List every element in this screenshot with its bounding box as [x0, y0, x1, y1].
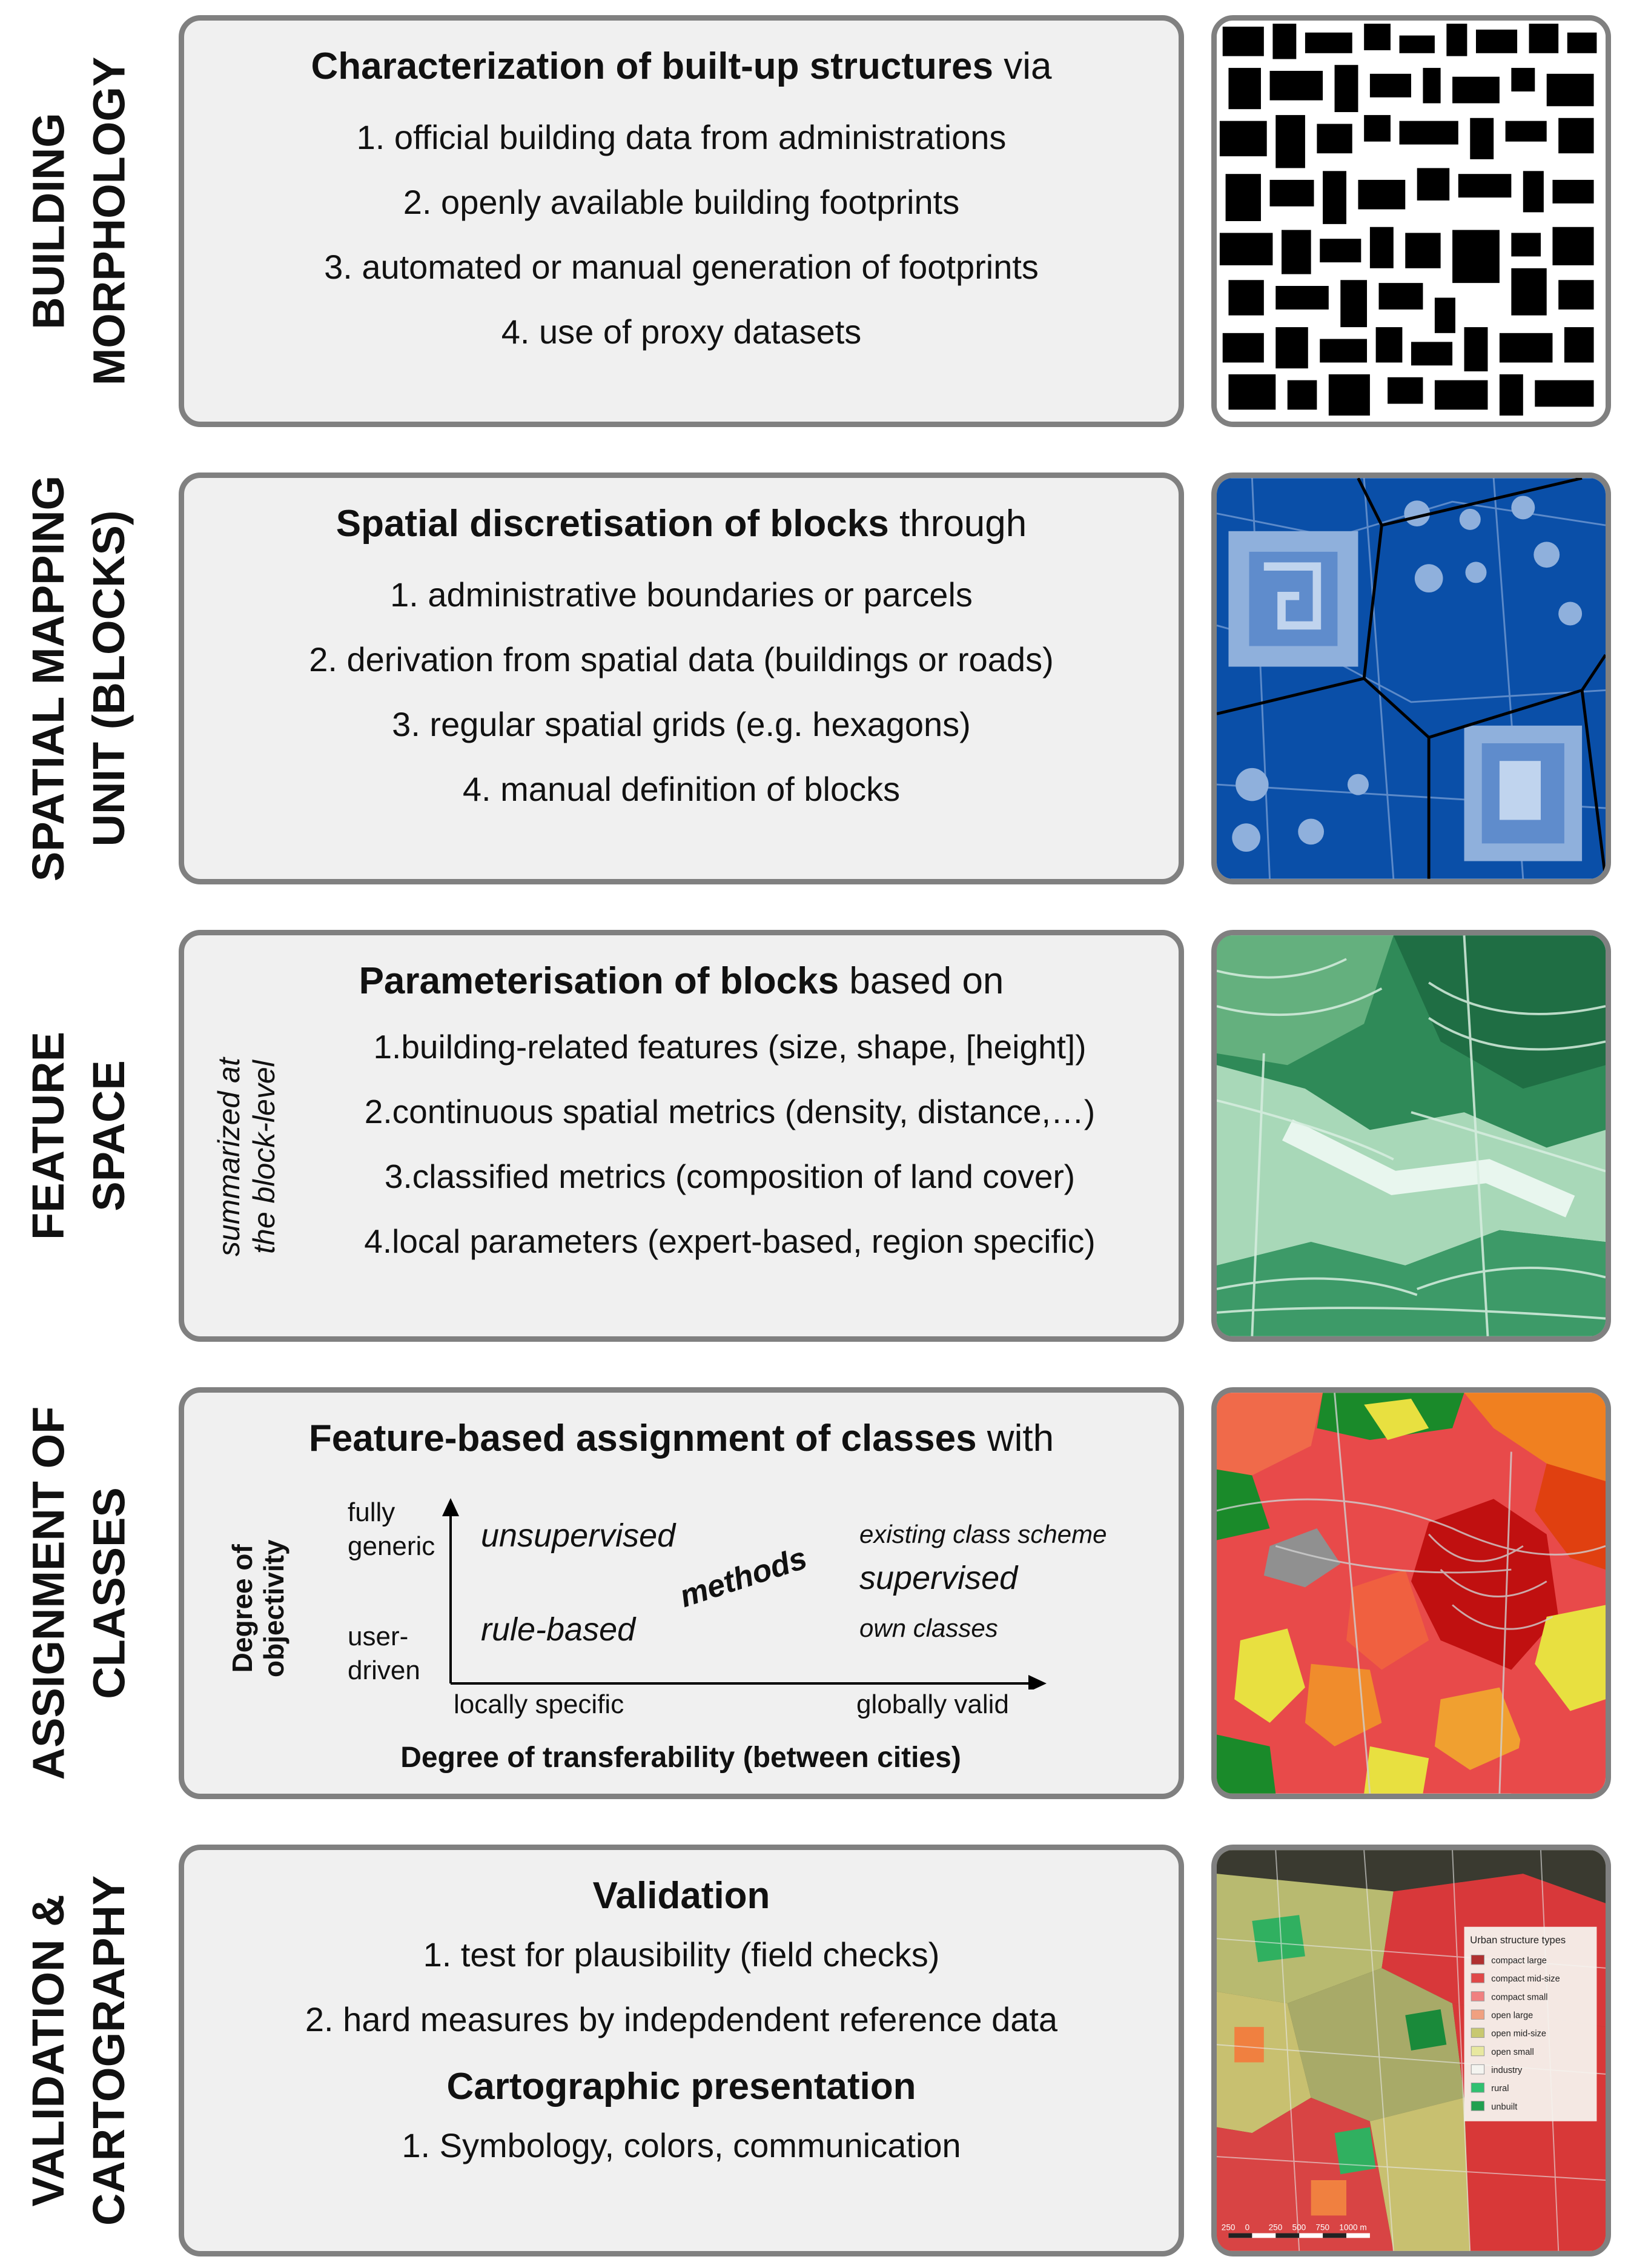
side-label-line: Cartography	[84, 1875, 134, 2226]
side-label-line: Space	[84, 1060, 134, 1212]
own-classes-label: own classes	[859, 1614, 998, 1642]
side-label-line: classes	[84, 1487, 134, 1699]
legend-swatch	[1471, 1991, 1485, 2001]
legend-entry-label: compact mid-size	[1491, 1974, 1560, 1984]
feature-space-image	[1211, 930, 1611, 1342]
feature-map	[1217, 935, 1606, 1336]
rule-based-label: rule-based	[481, 1611, 636, 1648]
classes-image	[1211, 1387, 1611, 1799]
box-title: Feature-based assignment of classes with	[308, 1418, 1054, 1459]
side-label-line: Validation &	[23, 1894, 73, 2207]
spatial-discretisation-box: Spatial discretisation of blocks through…	[179, 472, 1184, 884]
map-legend: Urban structure types compact large compa…	[1464, 1926, 1597, 2121]
blocks-map	[1217, 478, 1606, 879]
axes	[442, 1498, 1047, 1689]
cartography-map: Urban structure types compact large compa…	[1217, 1850, 1606, 2251]
x-right-label: globally valid	[856, 1689, 1009, 1719]
box-title: Characterization of built-up structures …	[311, 45, 1052, 87]
list-item: 4. use of proxy datasets	[501, 313, 862, 351]
list-item: 2. derivation from spatial data (buildin…	[309, 640, 1054, 678]
class-assignment-box: Feature-based assignment of classes with…	[179, 1387, 1184, 1799]
scalebar: 250 0 250 500 750 1000 m	[1222, 2223, 1370, 2238]
validation-title: Validation	[592, 1875, 770, 1917]
scalebar-label: 1000 m	[1339, 2223, 1366, 2232]
legend-entry-label: open mid-size	[1491, 2029, 1546, 2039]
list-item: 1.building-related features (size, shape…	[373, 1028, 1087, 1066]
legend-title: Urban structure types	[1470, 1934, 1566, 1946]
side-label-validation-cartography: Validation &Cartography	[18, 1845, 139, 2256]
legend-entry-label: rural	[1491, 2084, 1509, 2094]
blocks-image	[1211, 472, 1611, 884]
supervised-label: supervised	[859, 1560, 1018, 1596]
validation-box: Validation 1. test for plausibility (fie…	[179, 1845, 1184, 2256]
legend-swatch	[1471, 2009, 1485, 2020]
cartography-image: Urban structure types compact large compa…	[1211, 1845, 1611, 2256]
legend-swatch	[1471, 1973, 1485, 1983]
y-bottom-label: user-driven	[348, 1622, 420, 1685]
scalebar-label: 750	[1315, 2223, 1329, 2232]
side-label-line: Unit (Blocks)	[84, 510, 134, 847]
list-item: 2. openly available building footprints	[403, 183, 960, 221]
footprints-map	[1217, 21, 1606, 422]
building-morphology-box: Characterization of built-up structures …	[179, 15, 1184, 427]
legend-swatch	[1471, 2083, 1485, 2093]
legend-entry-label: unbuilt	[1491, 2102, 1517, 2112]
legend-entry-label: compact small	[1491, 1992, 1547, 2002]
side-label-line: Feature	[23, 1032, 74, 1240]
side-label-line: Assignment of	[23, 1406, 73, 1780]
list-item: 4. manual definition of blocks	[462, 770, 901, 808]
legend-swatch	[1471, 2064, 1485, 2075]
unsupervised-label: unsupervised	[481, 1517, 676, 1554]
scalebar-label: 250	[1222, 2223, 1236, 2232]
list-item: 1. test for plausibility (field checks)	[423, 1935, 940, 1974]
side-label-spatial-mapping-unit: Spatial MappingUnit (Blocks)	[18, 472, 139, 884]
legend-swatch	[1471, 2028, 1485, 2038]
list-item: 1. administrative boundaries or parcels	[390, 575, 973, 614]
list-item: 1. official building data from administr…	[356, 118, 1007, 156]
existing-class-scheme-label: existing class scheme	[859, 1520, 1107, 1548]
side-label-building-morphology: Buildingmorphology	[18, 15, 139, 427]
classes-map	[1217, 1393, 1606, 1794]
side-label-line: morphology	[84, 56, 134, 386]
side-label-line: Spatial Mapping	[23, 475, 73, 882]
box-title: Spatial discretisation of blocks through	[336, 503, 1027, 545]
legend-entry-label: industry	[1491, 2066, 1523, 2075]
list-item: 1. Symbology, colors, communication	[402, 2126, 961, 2164]
parameterisation-box: Parameterisation of blocks based on summ…	[179, 930, 1184, 1342]
list-item: 2.continuous spatial metrics (density, d…	[364, 1093, 1096, 1130]
legend-entry-label: open small	[1491, 2047, 1533, 2057]
scalebar-label: 250	[1269, 2223, 1283, 2232]
legend-swatch	[1471, 1954, 1485, 1965]
legend-entry-label: open large	[1491, 2011, 1533, 2021]
scalebar-label: 0	[1245, 2223, 1250, 2232]
box-title: Parameterisation of blocks based on	[359, 960, 1004, 1002]
list-item: 3. regular spatial grids (e.g. hexagons)	[392, 705, 971, 743]
list-item: 3.classified metrics (composition of lan…	[384, 1158, 1076, 1195]
list-item: 4.local parameters (expert-based, region…	[364, 1222, 1096, 1260]
list-item: 2. hard measures by indepdendent referen…	[305, 2000, 1058, 2038]
x-axis-label: Degree of transferability (between citie…	[400, 1742, 961, 1774]
x-left-label: locally specific	[454, 1689, 624, 1719]
list-item: 3. automated or manual generation of foo…	[324, 248, 1039, 286]
scalebar-label: 500	[1292, 2223, 1306, 2232]
cartographic-title: Cartographic presentation	[446, 2066, 916, 2107]
side-label-feature-space: FeatureSpace	[18, 930, 139, 1342]
side-label-line: Building	[23, 113, 73, 330]
legend-swatch	[1471, 2046, 1485, 2057]
legend-swatch	[1471, 2101, 1485, 2111]
building-footprints-image	[1211, 15, 1611, 427]
legend-entry-label: compact large	[1491, 1956, 1547, 1966]
